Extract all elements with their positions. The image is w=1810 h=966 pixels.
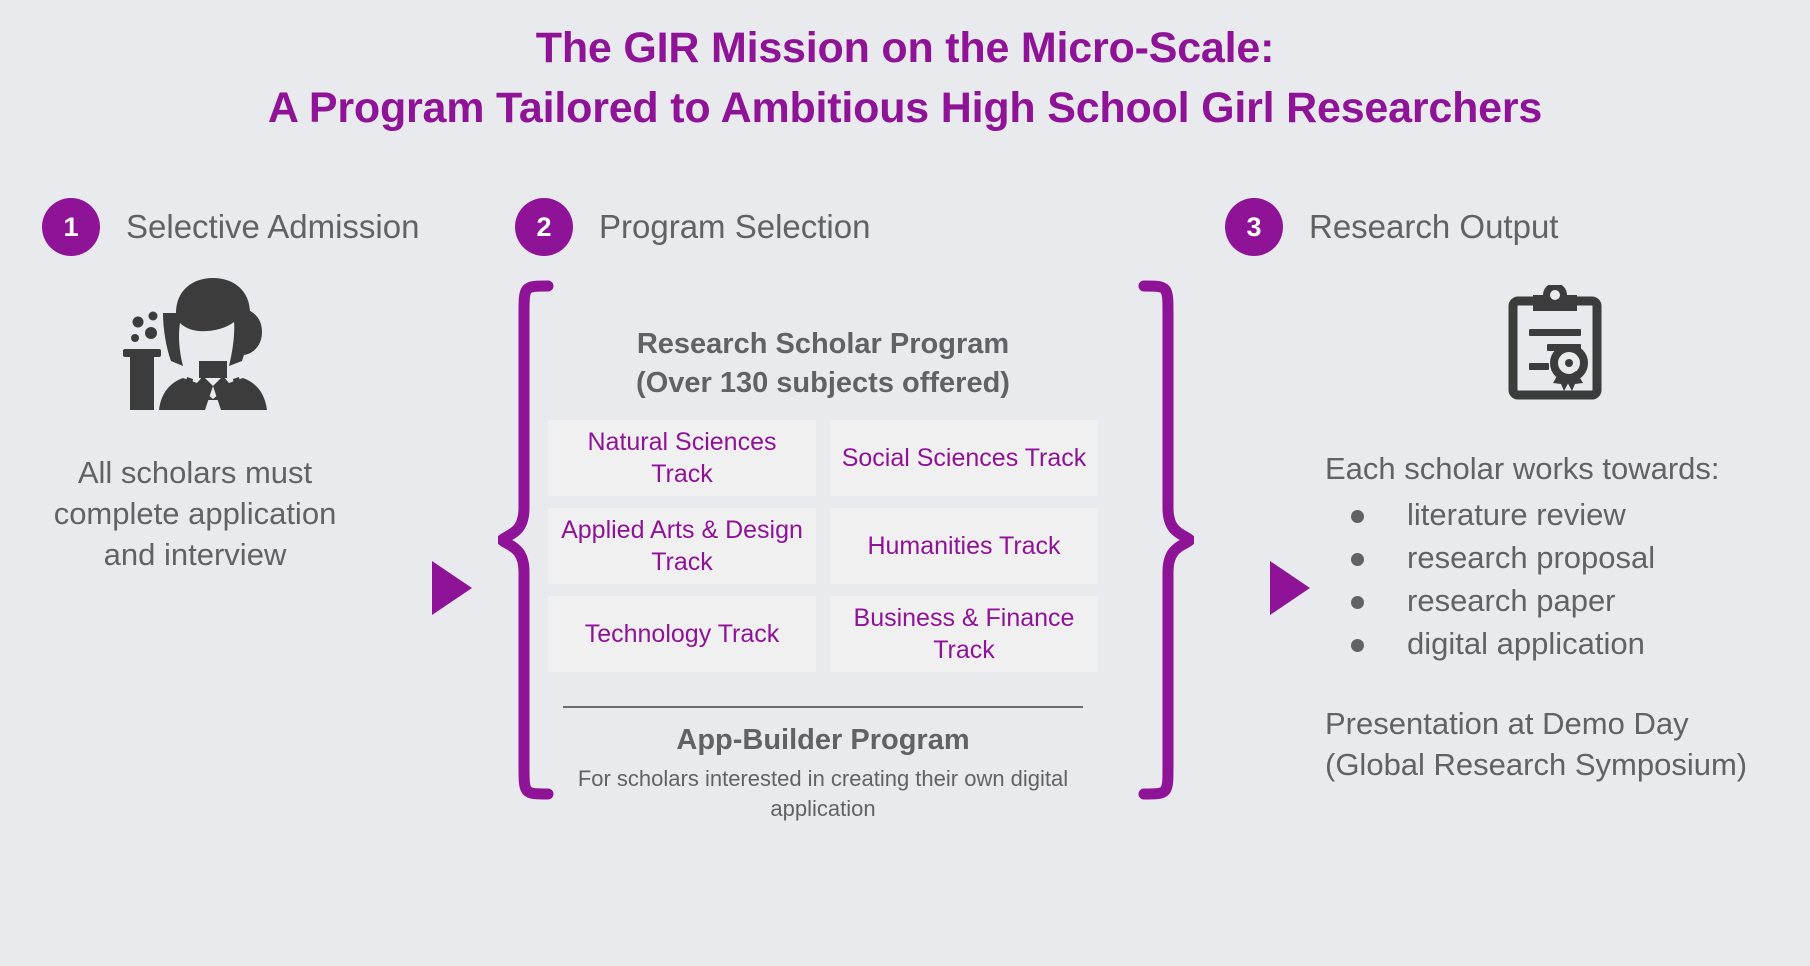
track-card[interactable]: Business & Finance Track [830, 596, 1098, 672]
track-card[interactable]: Natural Sciences Track [548, 420, 816, 496]
step-label-3: Research Output [1309, 208, 1559, 245]
left-curly-brace [498, 280, 554, 800]
track-card[interactable]: Humanities Track [830, 508, 1098, 584]
track-card[interactable]: Technology Track [548, 596, 816, 672]
step-label-2: Program Selection [599, 208, 871, 245]
right-curly-brace [1138, 280, 1194, 800]
step-number-badge-3: 3 [1225, 198, 1283, 256]
app-builder-subtitle: For scholars interested in creating thei… [577, 766, 1069, 821]
page-title-line1: The GIR Mission on the Micro-Scale: [535, 24, 1275, 72]
demo-day-text: Presentation at Demo Day (Global Researc… [1325, 706, 1748, 782]
program-selection-column: Research Scholar Program (Over 130 subje… [548, 325, 1098, 824]
female-scientist-icon [122, 278, 267, 410]
step-header-1: 1 Selective Admission [42, 198, 419, 256]
research-output-lead: Each scholar works towards: [1325, 451, 1720, 486]
track-card[interactable]: Applied Arts & Design Track [548, 508, 816, 584]
track-card[interactable]: Social Sciences Track [830, 420, 1098, 496]
step-number-badge-2: 2 [515, 198, 573, 256]
list-item: digital application [1325, 622, 1785, 665]
track-grid: Natural Sciences Track Social Sciences T… [548, 420, 1098, 672]
selective-admission-text: All scholars must complete application a… [53, 455, 337, 572]
step-header-3: 3 Research Output [1225, 198, 1558, 256]
step-header-2: 2 Program Selection [515, 198, 870, 256]
program-heading-line1: Research Scholar Program [636, 328, 1010, 360]
clipboard-icon-wrap [1325, 283, 1785, 408]
list-item: research proposal [1325, 536, 1785, 579]
list-item: research paper [1325, 579, 1785, 622]
section-divider [563, 706, 1083, 708]
step-label-1: Selective Admission [126, 208, 420, 245]
arrow-right-icon-1 [432, 561, 472, 615]
selective-admission-column: All scholars must complete application a… [30, 275, 360, 575]
clipboard-award-icon [1508, 283, 1602, 400]
app-builder-title: App-Builder Program [676, 724, 970, 756]
page-title-line2: A Program Tailored to Ambitious High Sch… [267, 84, 1543, 132]
step-number-badge-1: 1 [42, 198, 100, 256]
program-heading-line2: (Over 130 subjects offered) [636, 367, 1010, 399]
research-output-bullets: literature review research proposal rese… [1325, 493, 1785, 665]
list-item: literature review [1325, 493, 1785, 536]
arrow-right-icon-2 [1270, 561, 1310, 615]
research-output-column: Each scholar works towards: literature r… [1325, 283, 1785, 785]
research-scholar-program-heading: Research Scholar Program (Over 130 subje… [548, 325, 1098, 403]
page-title: The GIR Mission on the Micro-Scale: A Pr… [0, 18, 1810, 138]
